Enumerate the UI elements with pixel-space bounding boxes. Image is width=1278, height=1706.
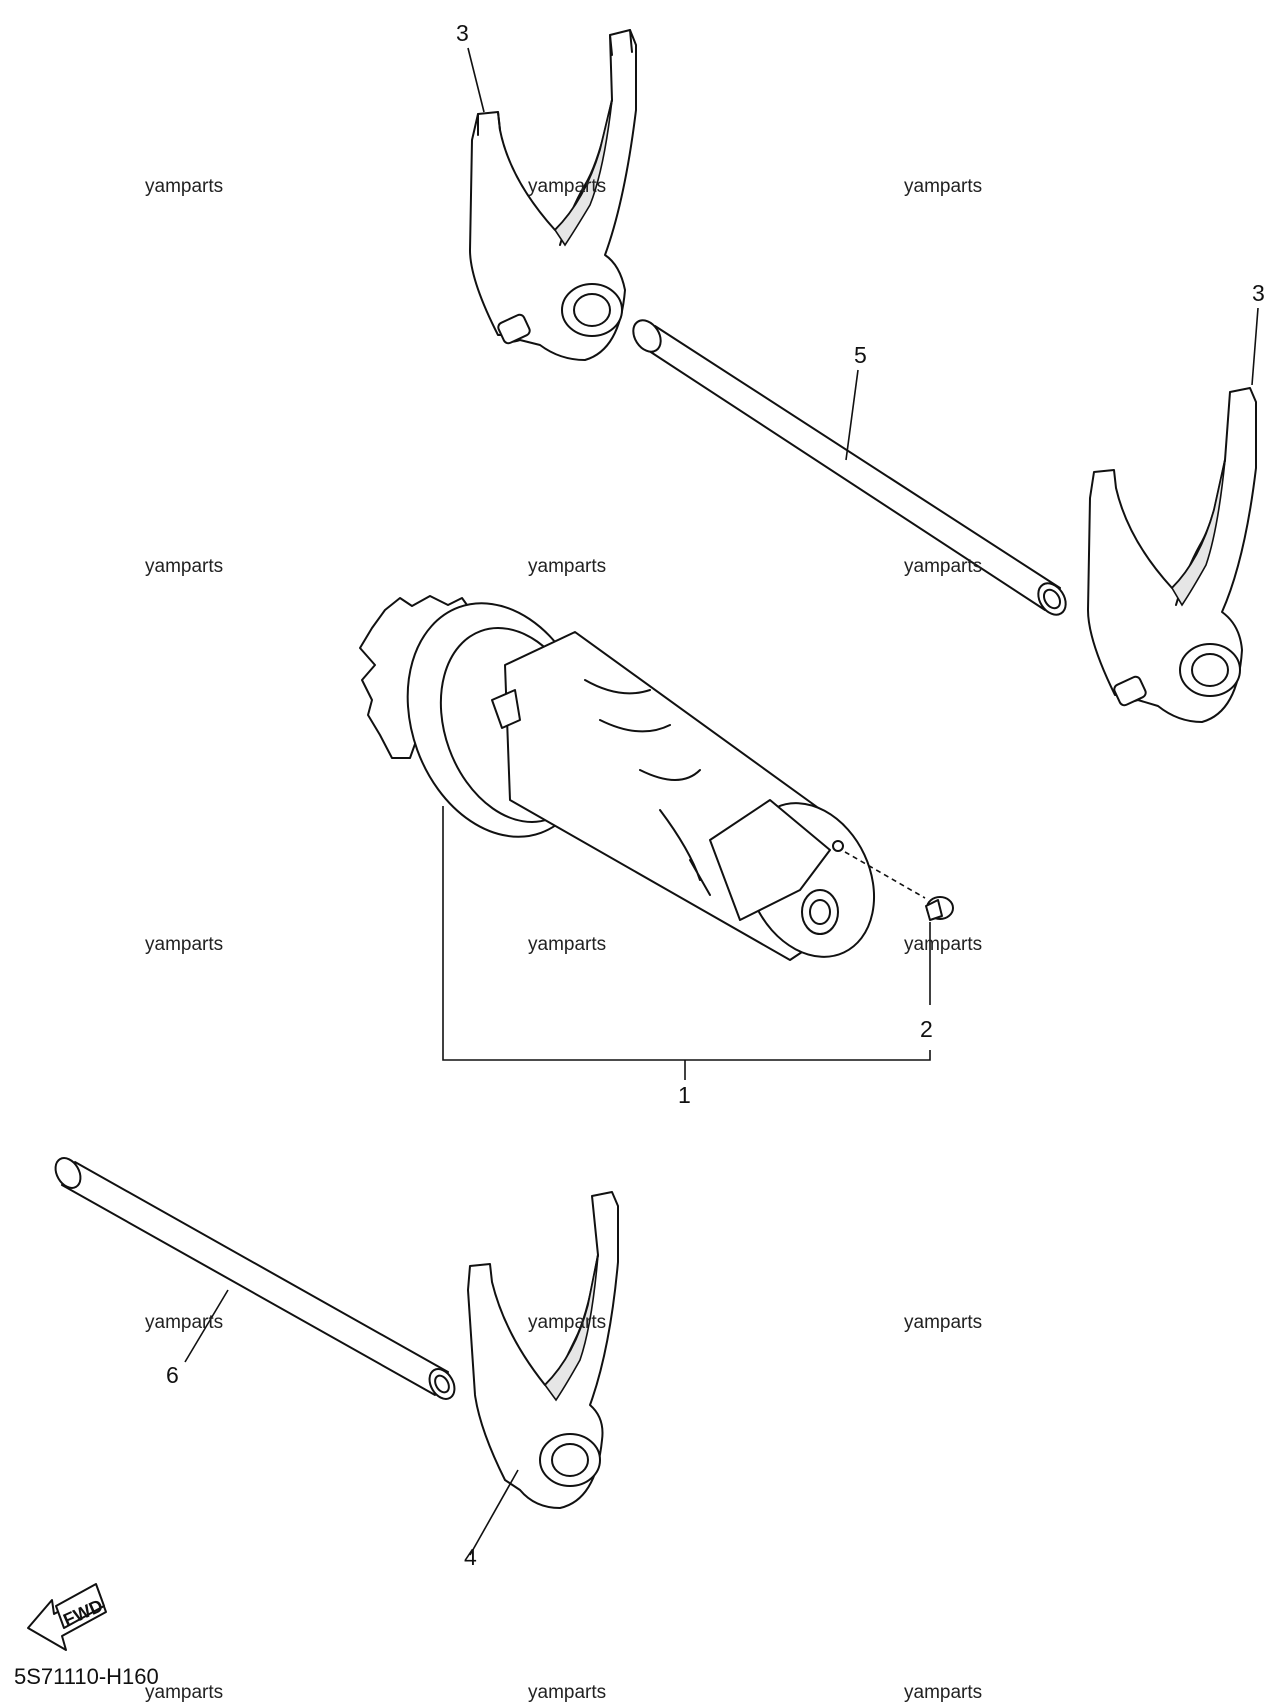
fork-guide-bar-5[interactable] bbox=[628, 315, 1072, 620]
watermark: yamparts bbox=[904, 556, 983, 577]
watermark: yamparts bbox=[528, 556, 607, 577]
shift-fork-3-right[interactable] bbox=[1087, 387, 1257, 723]
leader-lines bbox=[184, 47, 1259, 1556]
watermark: yamparts bbox=[528, 1312, 607, 1333]
watermark: yamparts bbox=[528, 934, 607, 955]
callout-4[interactable]: 4 bbox=[464, 1544, 477, 1570]
watermark: yamparts bbox=[904, 1682, 983, 1703]
fwd-arrow-icon: FWD bbox=[27, 1583, 107, 1651]
watermark: yamparts bbox=[145, 1682, 224, 1703]
callout-3-right[interactable]: 3 bbox=[1252, 280, 1265, 306]
watermark: yamparts bbox=[904, 934, 983, 955]
shift-drum-1[interactable] bbox=[359, 577, 898, 978]
watermark: yamparts bbox=[904, 176, 983, 197]
watermark: yamparts bbox=[145, 1312, 224, 1333]
watermark: yamparts bbox=[145, 556, 224, 577]
shift-fork-4[interactable] bbox=[467, 1191, 619, 1509]
callout-2[interactable]: 2 bbox=[920, 1016, 933, 1042]
callout-5[interactable]: 5 bbox=[854, 342, 867, 368]
diagram-code: 5S71110-H160 bbox=[14, 1664, 159, 1689]
callout-6[interactable]: 6 bbox=[166, 1362, 179, 1388]
callout-3-top[interactable]: 3 bbox=[456, 20, 469, 46]
watermark: yamparts bbox=[904, 1312, 983, 1333]
callout-1[interactable]: 1 bbox=[678, 1082, 691, 1108]
watermark: yamparts bbox=[145, 934, 224, 955]
watermark: yamparts bbox=[528, 176, 607, 197]
shift-fork-3-top[interactable] bbox=[469, 29, 637, 361]
drum-pin-2[interactable] bbox=[844, 851, 954, 921]
fork-guide-bar-6[interactable] bbox=[50, 1154, 459, 1404]
watermark: yamparts bbox=[145, 176, 224, 197]
watermark: yamparts bbox=[528, 1682, 607, 1703]
